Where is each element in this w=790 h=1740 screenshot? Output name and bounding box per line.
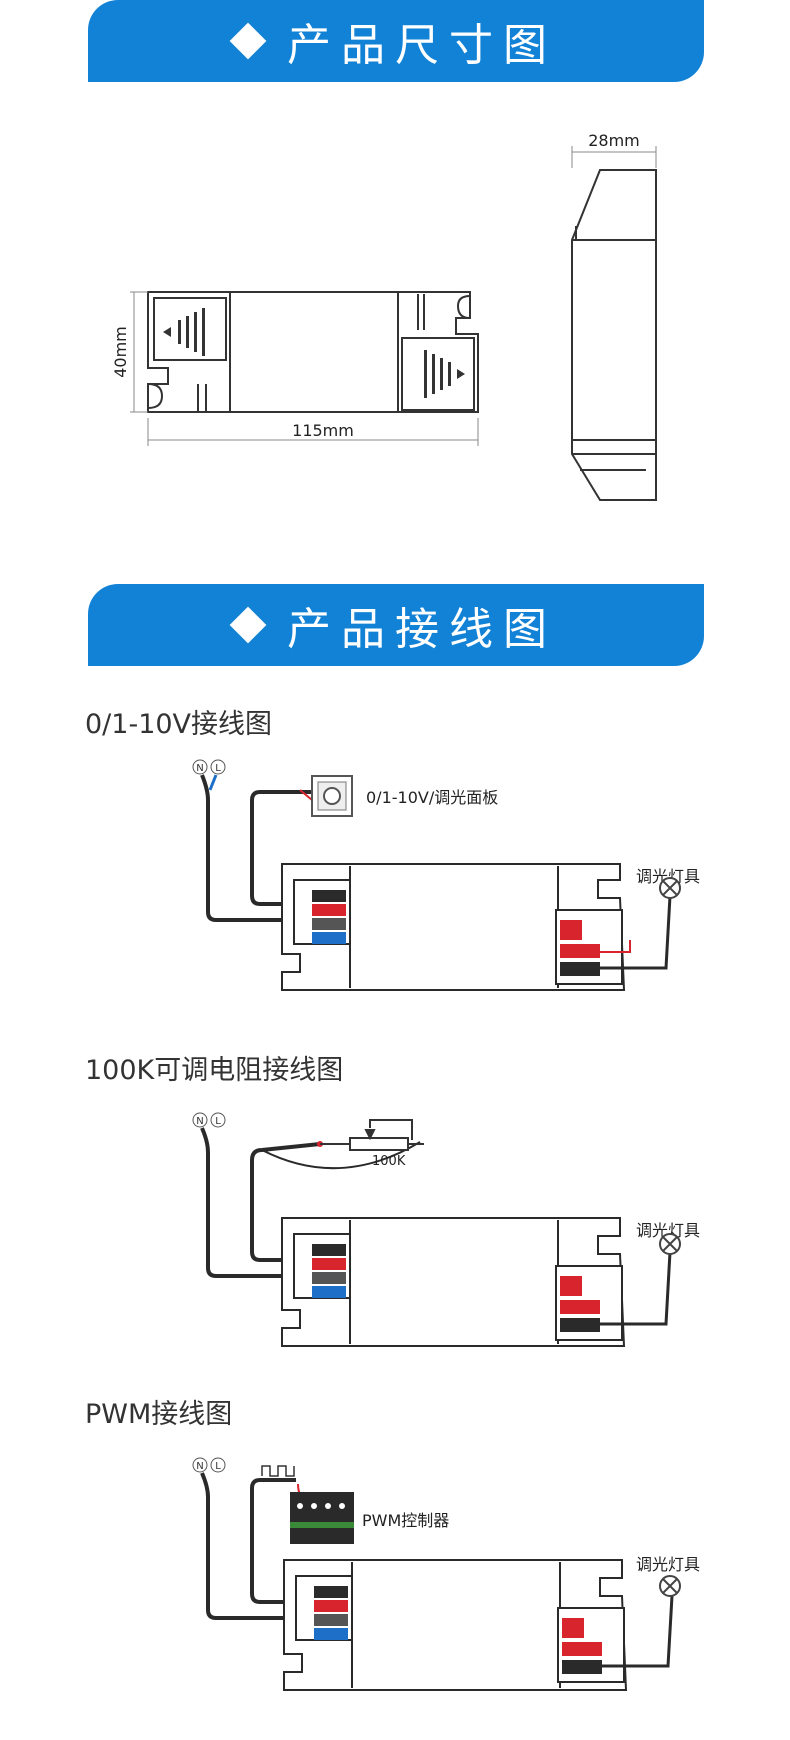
lamp-icon	[659, 877, 681, 899]
diagram-1: N L 0/1-10V/调光面板 调光灯具	[192, 759, 700, 991]
output-terminal-block	[562, 1618, 602, 1674]
output-terminal-block	[560, 920, 600, 976]
dimmer-panel-icon	[311, 775, 353, 817]
lamp-label: 调光灯具	[636, 867, 700, 886]
svg-text:N: N	[196, 1461, 203, 1472]
diamond-icon	[229, 606, 267, 644]
height-label: 40mm	[111, 326, 130, 378]
arrow-marks-right	[424, 350, 465, 398]
resistor-label: 100K	[372, 1154, 406, 1169]
side-view	[571, 169, 657, 501]
output-terminal-block	[560, 1276, 600, 1332]
diagram-2-title: 100K可调电阻接线图	[85, 1055, 344, 1086]
arrow-marks-left	[163, 308, 205, 356]
svg-text:L: L	[215, 1461, 221, 1472]
controller-label: PWM控制器	[362, 1511, 449, 1530]
diamond-icon	[229, 22, 267, 60]
lamp-icon	[659, 1233, 681, 1255]
dimension-lines	[130, 146, 657, 446]
width-label: 115mm	[292, 421, 354, 440]
diagram-1-title: 0/1-10V接线图	[85, 709, 273, 740]
input-terminal-block	[312, 890, 346, 944]
svg-text:L: L	[215, 1116, 221, 1127]
nl-terminals: N L	[192, 759, 226, 775]
svg-text:N: N	[196, 1116, 203, 1127]
front-view	[147, 291, 479, 413]
depth-label: 28mm	[588, 131, 640, 150]
pwm-controller-icon	[290, 1492, 354, 1544]
lamp-icon	[659, 1575, 681, 1597]
dimensions-banner: 产品尺寸图	[88, 0, 704, 82]
lamp-label: 调光灯具	[636, 1555, 700, 1574]
svg-text:L: L	[215, 763, 221, 774]
controller-label: 0/1-10V/调光面板	[366, 788, 498, 807]
wiring-banner: 产品接线图	[88, 584, 704, 666]
diagram-3-title: PWM接线图	[85, 1399, 233, 1430]
nl-terminals: N L	[192, 1112, 226, 1128]
svg-text:N: N	[196, 763, 203, 774]
input-terminal-block	[314, 1586, 348, 1640]
input-terminal-block	[312, 1244, 346, 1298]
diagram-2: N L 100K 调光灯具	[192, 1112, 700, 1347]
dimensions-title: 产品尺寸图	[287, 20, 557, 71]
resistor-icon	[320, 1119, 424, 1151]
lamp-label: 调光灯具	[636, 1221, 700, 1240]
diagram-3: N L PWM控制器 调光灯具	[192, 1457, 700, 1691]
wiring-title: 产品接线图	[287, 604, 557, 655]
dimension-drawing: 115mm 40mm 28mm	[111, 131, 657, 501]
nl-terminals: N L	[192, 1457, 226, 1473]
